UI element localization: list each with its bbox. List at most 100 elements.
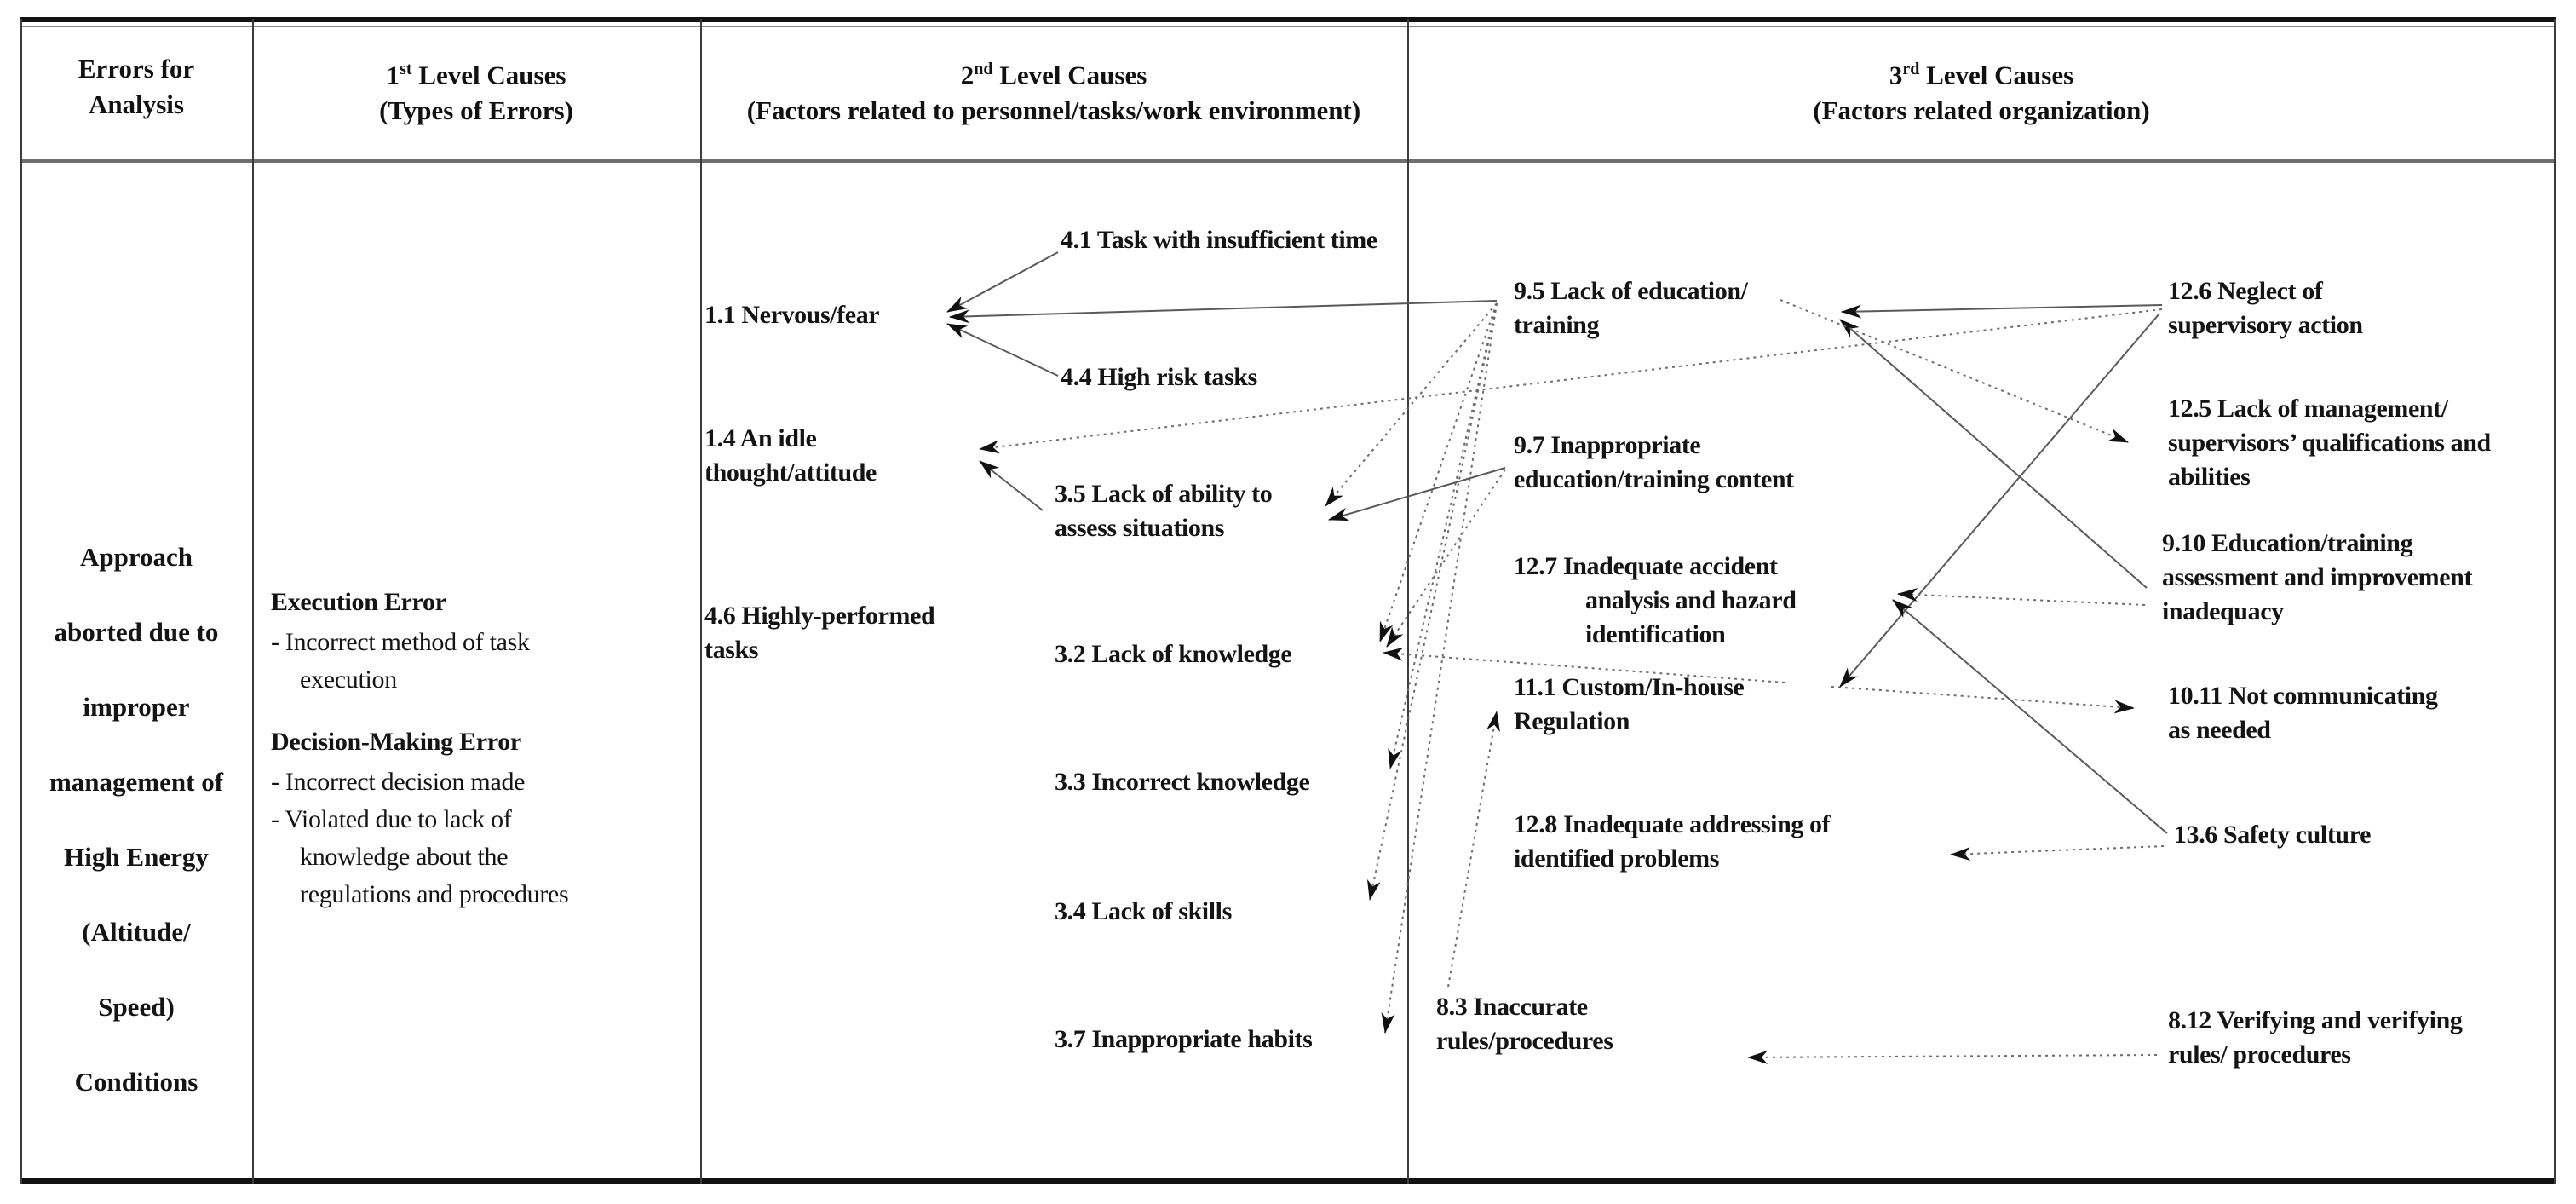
header-2nd-level-causes: 2nd Level Causes (Factors related to per… [705,51,1402,129]
table-border-right [2554,19,2556,1184]
cause-node-3.5: 3.5 Lack of ability to assess situations [1055,477,1273,545]
cause-node-1.1: 1.1 Nervous/fear [704,298,880,332]
level1-bullet-line: regulations and procedures [300,880,569,908]
header-3rd-level-causes: 3rd Level Causes (Factors related organi… [1412,51,2550,129]
cause-node-line: 3.3 Incorrect knowledge [1055,768,1310,796]
cause-node-line: 12.5 Lack of management/ [2168,395,2448,423]
cause-node-line: identification [1585,620,1726,648]
cause-node-line: training [1514,311,1600,339]
level1-cell: Execution Error- Incorrect method of tas… [271,581,697,913]
header-title: 3rd Level Causes [1889,60,2074,90]
edge-arrow-13.6-to-12.8 [1950,845,2165,861]
cause-node-line: Regulation [1514,707,1630,735]
edge-arrow-9.5-to-3.4 [1366,302,1498,901]
edge-arrow-9.5-to-1.1 [949,300,1498,324]
cause-node-line: as needed [2168,716,2271,744]
edge-arrow-9.5-to-3.3 [1388,302,1498,769]
cause-node-line: 10.11 Not communicating [2168,682,2438,710]
cause-node-9.5: 9.5 Lack of education/training [1514,274,1748,343]
cause-node-3.2: 3.2 Lack of knowledge [1055,637,1292,671]
header-subtitle: (Types of Errors) [379,95,573,126]
edge-arrow-9.7-to-3.5 [1328,467,1506,521]
error-line: Approach [79,542,193,572]
level1-bullet-line: - Violated due to lack of [271,805,512,833]
cause-node-line: supervisors’ qualifications and [2168,429,2491,457]
cause-node-line: 3.7 Inappropriate habits [1055,1025,1313,1053]
edge-arrow-9.5-to-3.7 [1381,302,1498,1034]
edge-arrow-8.3-to-11.1 [1447,711,1500,988]
edge-arrow-13.6-to-12.7 [1892,599,2168,834]
edge-arrow-12.6-to-1.4 [979,308,2163,454]
edge-arrow-12.6-to-9.5 [1841,304,2163,319]
cause-node-line: 8.12 Verifying and verifying [2168,1006,2463,1034]
error-line: (Altitude/ [82,917,191,947]
edge-arrow-9.5-to-12.5 [1780,299,2129,443]
cause-node-line: 1.4 An idle [704,424,817,452]
level1-bullet-line: - Incorrect method of task [271,628,530,656]
error-line: High Energy [64,842,209,872]
cause-node-1.4: 1.4 An idle thought/attitude [704,422,877,490]
edge-arrow-9.7-to-3.2 [1386,469,1506,648]
ordinal-superscript: st [400,60,412,78]
header-errors-for-analysis: Errors for Analysis [26,51,247,123]
table-border-bottom [20,1178,2556,1184]
cause-node-line: 12.8 Inadequate addressing of [1514,810,1831,838]
cause-node-line: rules/ procedures [2168,1040,2351,1069]
level1-bullet-line: - Incorrect decision made [271,768,526,796]
cause-node-line: 1.1 Nervous/fear [704,301,880,329]
cause-node-12.8: 12.8 Inadequate addressing of identified … [1514,808,1831,876]
cause-node-3.4: 3.4 Lack of skills [1055,895,1232,929]
column-divider-3 [1407,19,1409,1184]
header-line: Errors for [78,54,195,84]
cause-node-line: 11.1 Custom/In-house [1514,673,1745,701]
cause-node-line: 4.6 Highly-performed [704,602,935,630]
cause-node-line: analysis and hazard [1585,586,1797,614]
cause-node-4.1: 4.1 Task with insufficient time [1061,223,1377,257]
header-subtitle: (Factors related organization) [1813,95,2150,126]
table-border-left [20,19,22,1184]
error-line: management of [49,767,224,797]
header-separator [20,159,2556,163]
cause-node-line: 3.5 Lack of ability to [1055,480,1273,508]
edge-arrow-9.5-to-3.5 [1325,302,1498,507]
cause-node-line: assess situations [1055,514,1225,542]
column-divider-1 [252,19,254,1184]
cause-node-12.6: 12.6 Neglect of supervisory action [2168,274,2363,343]
ordinal-superscript: nd [974,60,993,78]
edge-arrow-9.10-to-9.5 [1839,319,2148,589]
edge-arrow-12.6-to-11.1 [1839,313,2160,688]
cause-node-10.11: 10.11 Not communicating as needed [2168,679,2438,747]
edge-arrow-4.1-to-1.1 [946,251,1059,313]
level1-bullet-line: knowledge about the [300,843,509,871]
cause-node-line: supervisory action [2168,311,2363,339]
level1-bullet-line: execution [300,665,397,694]
table-border-top [20,17,2556,22]
level1-section-title: Decision-Making Error [271,728,521,756]
cause-node-line: abilities [2168,463,2251,491]
edge-arrow-3.5-to-1.4 [979,460,1044,511]
header-1st-level-causes: 1st Level Causes (Types of Errors) [257,51,695,129]
table-border-top-thin [20,26,2556,27]
header-title: 1st Level Causes [386,60,566,90]
cause-node-line: rules/procedures [1436,1027,1613,1055]
cause-node-line: 12.6 Neglect of [2168,277,2323,305]
error-line: Speed) [98,992,175,1022]
cause-node-line: thought/attitude [704,458,877,487]
edge-arrow-9.10-to-12.7 [1897,588,2146,606]
error-line: aborted due to [54,617,219,647]
error-line: Conditions [74,1067,198,1097]
cause-node-3.7: 3.7 Inappropriate habits [1055,1023,1313,1057]
cause-node-line: 9.7 Inappropriate [1514,431,1701,459]
cause-node-line: identified problems [1514,844,1720,873]
cause-node-line: inadequacy [2162,597,2284,625]
edge-arrow-11.1-to-3.2 [1383,647,1785,683]
level1-bullet-line [271,699,697,721]
cause-node-line: 9.10 Education/training [2162,529,2413,557]
